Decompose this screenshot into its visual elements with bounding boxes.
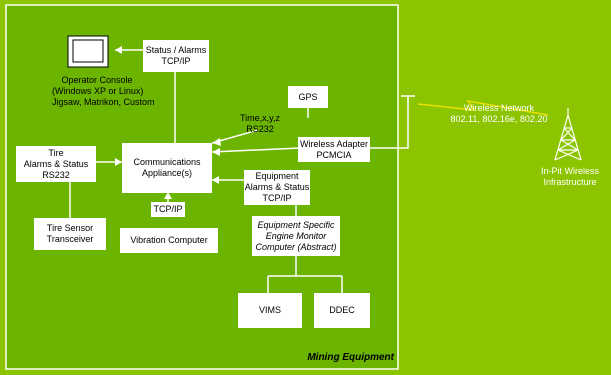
tire-sensor-box: Tire Sensor Transceiver	[34, 218, 106, 250]
tcpip-label: TCP/IP	[153, 204, 183, 214]
arrowheads	[115, 46, 221, 199]
tcpip-label-box: TCP/IP	[151, 202, 185, 217]
vibration-computer-label: Vibration Computer	[130, 235, 208, 245]
tire-alarms-box: Tire Alarms & Status RS232	[16, 146, 96, 182]
mining-equipment-label: Mining Equipment	[276, 352, 394, 363]
status-alarms-line-1: Status / Alarms	[145, 45, 207, 55]
operator-console-label: Operator Console (Windows XP or Linux) J…	[52, 75, 155, 108]
tire-sensor-line-2: Transceiver	[46, 234, 94, 244]
gps-label: GPS	[298, 91, 318, 102]
vibration-computer-box: Vibration Computer	[120, 228, 218, 253]
wireless-adapter-line-1: Wireless Adapter	[299, 138, 369, 149]
time-xyz-line-2: RS232	[246, 124, 274, 134]
radio-tower-icon	[555, 108, 581, 160]
wireless-link-bolt	[418, 101, 548, 115]
equipment-alarms-line-1: Equipment	[255, 171, 299, 181]
time-xyz-line-1: Time,x,y,z	[240, 113, 280, 123]
wireless-adapter-line-2: PCMCIA	[316, 149, 352, 160]
engine-monitor-box: Equipment Specific Engine Monitor Comput…	[252, 216, 340, 256]
equipment-alarms-line-2: Alarms & Status	[244, 182, 310, 192]
monitor-icon	[68, 36, 108, 67]
mining-equipment-text: Mining Equipment	[307, 352, 394, 363]
ddec-box: DDEC	[314, 293, 370, 328]
ddec-label: DDEC	[329, 305, 355, 315]
operator-console-line-2: (Windows XP or Linux)	[52, 86, 144, 96]
tire-sensor-line-1: Tire Sensor	[46, 223, 94, 233]
wireless-adapter-box: Wireless Adapter PCMCIA	[298, 137, 370, 162]
status-alarms-line-2: TCP/IP	[161, 56, 191, 66]
vims-box: VIMS	[238, 293, 302, 328]
tire-alarms-line-2: Alarms & Status	[23, 158, 89, 169]
comms-appliance-line-2: Appliance(s)	[141, 168, 193, 178]
infrastructure-line-2: Infrastructure	[543, 177, 597, 187]
time-xyz-label: Time,x,y,z RS232	[235, 113, 285, 135]
tire-alarms-line-1: Tire	[48, 147, 64, 158]
operator-console-line-3: Jigsaw, Matrikon, Custom	[52, 97, 155, 107]
infrastructure-line-1: In-Pit Wireless	[540, 166, 599, 176]
status-alarms-box: Status / Alarms TCP/IP	[143, 40, 209, 72]
wireless-network-line-2: 802.11, 802.16e, 802.20	[450, 114, 548, 124]
communications-appliance-box: Communications Appliance(s)	[122, 143, 212, 193]
engine-monitor-line-1: Equipment Specific	[257, 219, 335, 230]
equipment-alarms-line-3: TCP/IP	[262, 193, 292, 203]
vims-label: VIMS	[258, 305, 281, 315]
wireless-network-line-1: Wireless Network	[463, 103, 534, 113]
wireless-network-label: Wireless Network 802.11, 802.16e, 802.20	[444, 103, 554, 125]
gps-box: GPS	[288, 86, 328, 108]
comms-appliance-line-1: Communications	[133, 157, 201, 167]
engine-monitor-line-2: Engine Monitor	[265, 230, 327, 241]
engine-monitor-line-3: Computer (Abstract)	[255, 241, 337, 252]
operator-console-line-1: Operator Console	[61, 75, 133, 85]
tire-alarms-line-3: RS232	[42, 169, 70, 180]
infrastructure-label: In-Pit Wireless Infrastructure	[538, 166, 602, 188]
equipment-alarms-box: Equipment Alarms & Status TCP/IP	[244, 170, 310, 205]
